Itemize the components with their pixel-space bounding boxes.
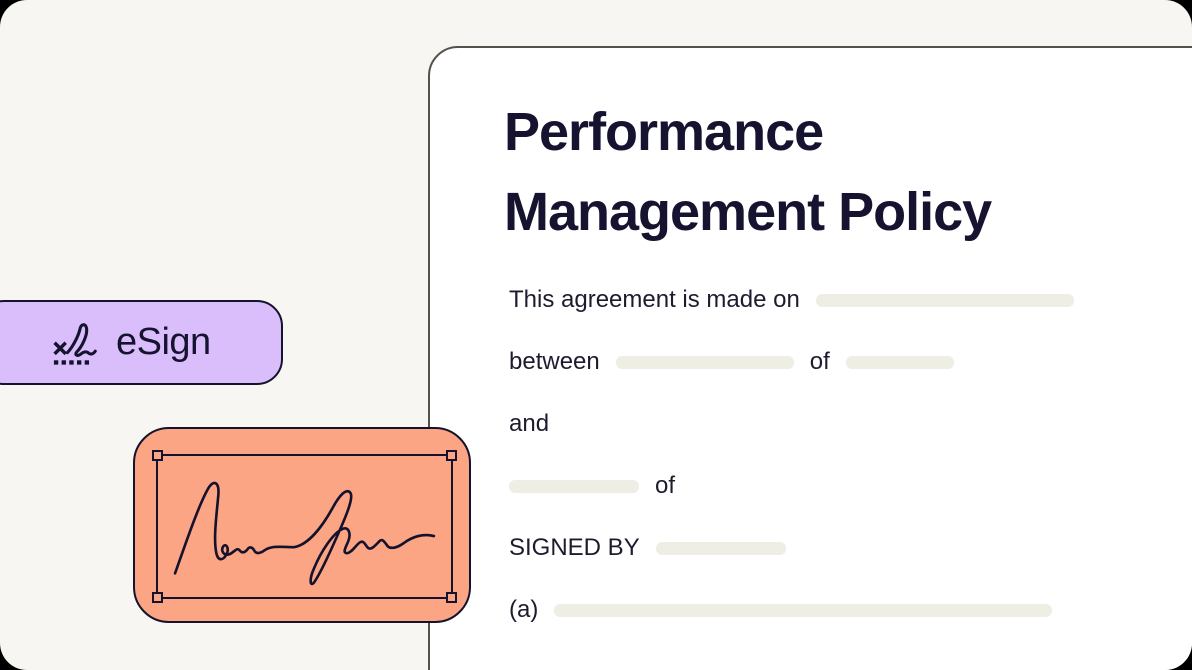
- placeholder-field[interactable]: [655, 541, 786, 555]
- placeholder-field[interactable]: [845, 355, 954, 369]
- placeholder-field[interactable]: [554, 603, 1053, 617]
- agreement-line: and: [509, 393, 1074, 455]
- document-title: Performance Management Policy: [504, 102, 992, 242]
- agreement-line: (a): [509, 579, 1074, 641]
- placeholder-field[interactable]: [509, 479, 639, 493]
- agreement-text: of: [809, 348, 830, 375]
- agreement-line: This agreement is made on: [509, 269, 1074, 331]
- agreement-line: SIGNED BY: [509, 517, 1074, 579]
- resize-handle-top-right[interactable]: [446, 450, 457, 461]
- resize-handle-bottom-right[interactable]: [446, 592, 457, 603]
- document-card: Performance Management Policy This agree…: [428, 46, 1192, 670]
- agreement-text: and: [509, 410, 550, 437]
- agreement-text: This agreement is made on: [509, 286, 800, 313]
- signature-selection-outline[interactable]: [152, 450, 457, 603]
- resize-handle-top-left[interactable]: [152, 450, 163, 461]
- placeholder-field[interactable]: [815, 293, 1074, 307]
- signature-field-box[interactable]: [133, 427, 471, 623]
- agreement-text: (a): [509, 596, 539, 623]
- agreement-line: of: [509, 455, 1074, 517]
- agreement-line: between of: [509, 331, 1074, 393]
- esign-badge-label: eSign: [116, 321, 211, 363]
- resize-handle-bottom-left[interactable]: [152, 592, 163, 603]
- agreement-text: between: [509, 348, 600, 375]
- handwritten-signature: [173, 481, 436, 586]
- signature-scribble-icon: [52, 320, 102, 366]
- agreement-text: SIGNED BY: [509, 534, 640, 561]
- agreement-text: of: [655, 472, 676, 499]
- placeholder-field[interactable]: [615, 355, 794, 369]
- esign-badge: eSign: [0, 300, 283, 385]
